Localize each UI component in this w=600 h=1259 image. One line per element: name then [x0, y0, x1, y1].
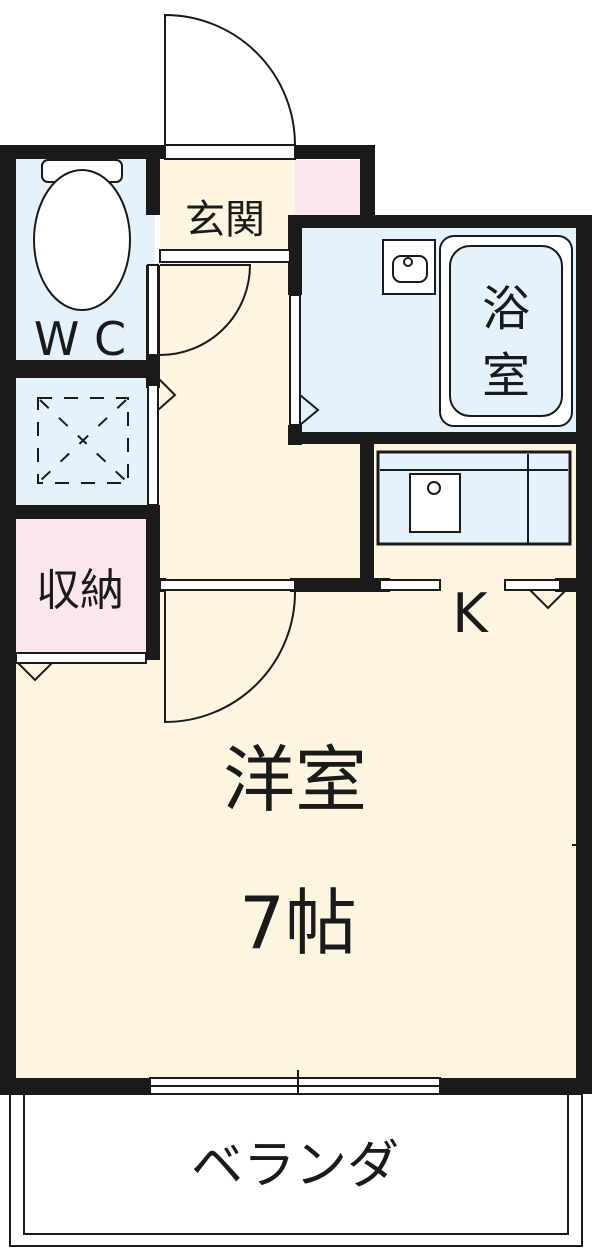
washbasin-bowl-icon	[392, 255, 428, 283]
fixtures	[33, 159, 592, 1102]
wall-right	[576, 215, 592, 1094]
front-door-swing	[164, 13, 296, 146]
sink-drain-icon	[427, 481, 441, 495]
washing-machine-icon	[37, 397, 129, 484]
storage-label: 収納	[36, 565, 124, 616]
labels: 玄関 W C 浴 室 収納 K 洋室 7帖 ベランダ	[34, 197, 530, 1196]
wall-laundry-right	[146, 378, 160, 388]
laundry-door-marker	[157, 377, 177, 411]
kitchen-opening-b	[504, 579, 561, 591]
walls	[0, 145, 592, 1095]
wall-laundry-bottom	[0, 505, 160, 519]
wall-top-entrance	[295, 145, 375, 159]
wall-hall-bottom	[290, 578, 375, 592]
bath-door-marker	[299, 394, 320, 426]
bathtub-inner-icon	[449, 245, 563, 417]
bath-label-line1: 浴	[482, 281, 530, 337]
kitchen-label: K	[452, 582, 489, 645]
wall-bath-bottom	[288, 432, 592, 444]
front-door-frame	[164, 144, 296, 160]
wall-bath-left	[288, 215, 302, 295]
western-room-floor	[15, 585, 580, 1080]
western-room-size-label: 7帖	[239, 881, 357, 965]
wc-door-swing	[159, 264, 252, 356]
entrance-floor	[160, 160, 295, 255]
storage-closet	[15, 518, 155, 653]
wall-shoe-right	[360, 145, 375, 225]
room-door-frame	[159, 579, 296, 591]
veranda-rail	[23, 1093, 569, 1235]
shoe-box	[295, 160, 360, 220]
doors	[17, 13, 567, 724]
veranda-label: ベランダ	[191, 1136, 399, 1196]
washing-machine-diag-b	[39, 399, 127, 482]
kitchen-opening-a	[379, 579, 441, 591]
wall-kitchen-right	[555, 578, 592, 592]
entrance-step	[159, 249, 291, 263]
wc-label: W C	[34, 312, 126, 366]
closet-sliding-door	[15, 652, 147, 664]
veranda-outline	[9, 1093, 583, 1247]
washbasin-tap-icon	[403, 257, 413, 267]
wall-left	[0, 145, 16, 1095]
wall-top-left	[0, 145, 165, 159]
wc-door-frame	[147, 264, 159, 356]
veranda-area	[9, 1093, 583, 1247]
kitchen-counter	[376, 450, 572, 546]
bath-door-frame	[289, 294, 301, 426]
washbasin-icon	[382, 239, 436, 295]
laundry-opening	[147, 384, 159, 506]
toilet-bowl-icon	[33, 169, 131, 311]
bath-label-line2: 室	[482, 348, 530, 404]
closet-door-marker	[17, 662, 53, 682]
entrance-label: 玄関	[185, 197, 265, 243]
room-door-swing	[164, 590, 296, 724]
wall-wc-bottom	[0, 360, 160, 378]
wall-top-bath	[290, 215, 592, 228]
openings	[15, 144, 561, 664]
western-room-label: 洋室	[223, 738, 367, 822]
wall-hall-right	[360, 432, 374, 592]
sink-icon	[409, 473, 461, 533]
kitchen-door-marker	[529, 589, 567, 610]
wall-wc-right	[146, 145, 160, 215]
